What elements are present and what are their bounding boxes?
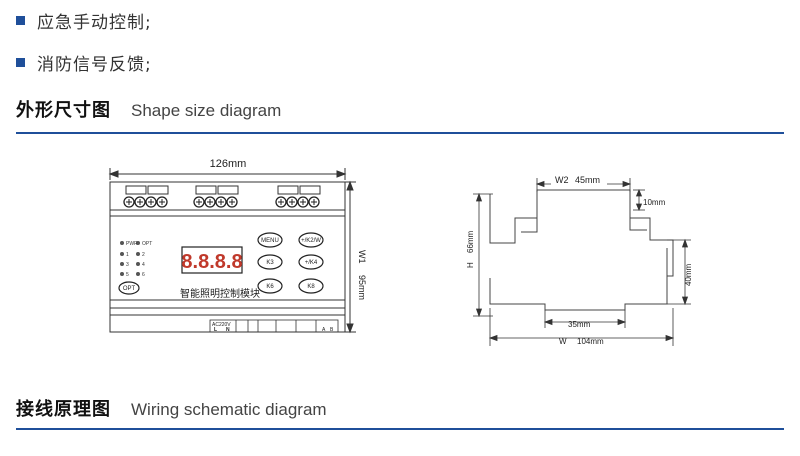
right-height-label: 40mm	[684, 263, 693, 286]
terminal-label: N	[226, 327, 230, 333]
display-digits: 8.8.8.8	[181, 251, 242, 273]
k3-button[interactable]	[257, 254, 283, 270]
h-label: H	[466, 262, 475, 268]
bullet-marker	[16, 16, 25, 25]
bullet-text: 消防信号反馈;	[37, 55, 152, 75]
w-label: W	[559, 337, 567, 346]
button-label: MENU	[261, 238, 279, 244]
bullet-item: 消防信号反馈;	[16, 50, 152, 75]
led-label: 6	[142, 272, 145, 278]
k4-button[interactable]	[298, 254, 324, 270]
section-title-cn: 外形尺寸图	[16, 100, 111, 121]
button-label: +/K2/W	[301, 238, 321, 244]
button-label: K6	[266, 284, 274, 290]
side-view-diagram: W2 45mm 10mm H 66mm 40mm 35mm	[466, 174, 693, 346]
rail-width-label: 35mm	[568, 320, 591, 329]
top-gap-label: 10mm	[643, 198, 666, 207]
w2-value: 45mm	[575, 175, 600, 185]
terminal-label: AC220V	[212, 322, 231, 328]
terminal-label: A	[322, 327, 326, 333]
led-label: 4	[142, 262, 145, 268]
led-label: PWR	[126, 241, 138, 247]
opt-button[interactable]	[118, 281, 140, 295]
led-label: OPT	[142, 241, 152, 247]
led-label: 3	[126, 262, 129, 268]
module-name: 智能照明控制模块	[180, 287, 260, 300]
button-label: K8	[307, 284, 315, 290]
height-dimension-label: 95mm	[357, 275, 367, 300]
bullet-item: 应急手动控制;	[16, 8, 152, 33]
section-shape-size: 外形尺寸图 Shape size diagram	[16, 96, 784, 136]
h-value: 66mm	[466, 230, 475, 253]
section-title-cn: 接线原理图	[16, 399, 111, 420]
section-divider	[16, 428, 784, 430]
terminal-label: B	[330, 327, 334, 333]
w2-label: W2	[555, 175, 569, 185]
k8-button[interactable]	[298, 278, 324, 294]
button-label: K3	[266, 260, 274, 266]
w-value: 104mm	[577, 337, 604, 346]
front-view-diagram: PWR OPT 1 2 3 4 5 6 OPT 8.8.8.8 MENU +/K…	[108, 158, 367, 334]
section-wiring: 接线原理图 Wiring schematic diagram	[16, 395, 784, 435]
led-label: 1	[126, 252, 129, 258]
k2-button[interactable]	[298, 232, 324, 248]
led-label: 2	[142, 252, 145, 258]
button-label: +/K4	[305, 260, 318, 266]
bullet-text: 应急手动控制;	[37, 13, 152, 33]
led-label: 5	[126, 272, 129, 278]
k6-button[interactable]	[257, 278, 283, 294]
w1-label: W1	[357, 250, 367, 264]
opt-label: OPT	[123, 286, 136, 292]
section-title-en: Wiring schematic diagram	[131, 400, 327, 419]
menu-button[interactable]	[257, 232, 283, 248]
width-dimension-label: 126mm	[210, 158, 247, 170]
section-title-en: Shape size diagram	[131, 101, 282, 120]
segment-display	[181, 246, 243, 274]
bullet-marker	[16, 58, 25, 67]
section-divider	[16, 132, 784, 134]
terminal-label: L	[214, 327, 217, 333]
